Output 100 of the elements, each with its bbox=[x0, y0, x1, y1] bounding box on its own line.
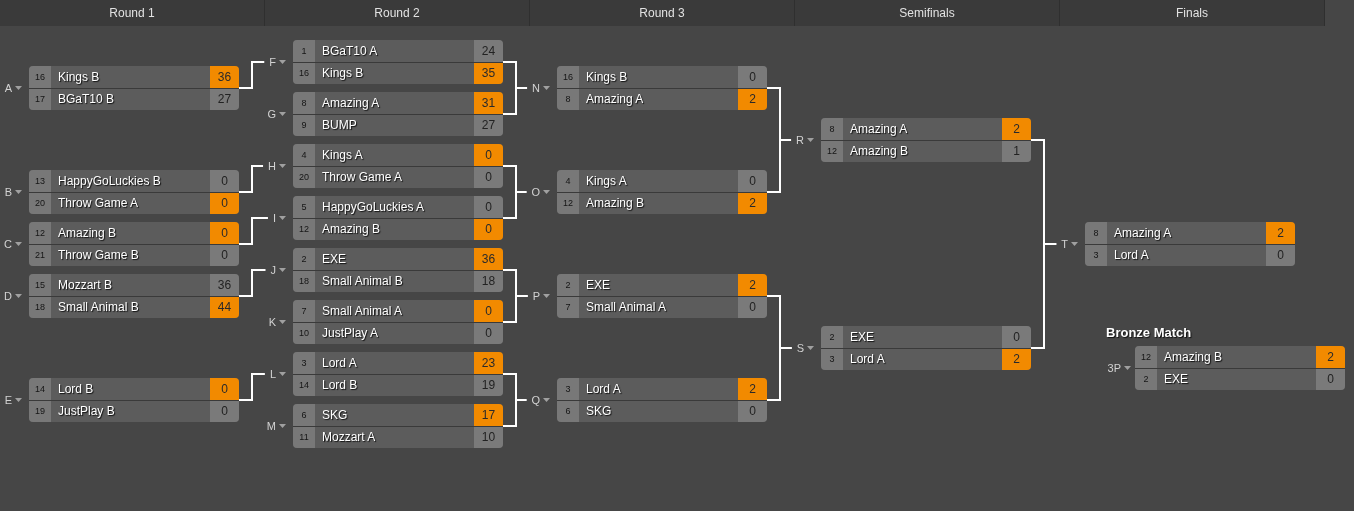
column-title: Round 3 bbox=[639, 6, 685, 20]
seed-number: 14 bbox=[293, 374, 315, 396]
team-name: HappyGoLuckies A bbox=[322, 199, 425, 214]
team-name: Small Animal B bbox=[58, 300, 139, 315]
score: 0 bbox=[210, 170, 239, 192]
match-label: S bbox=[796, 341, 804, 355]
score: 35 bbox=[474, 62, 503, 84]
team-row bbox=[1135, 368, 1345, 390]
match-label: P bbox=[532, 289, 540, 303]
team-name: EXE bbox=[1164, 372, 1188, 387]
team-name: Amazing B bbox=[322, 222, 381, 237]
seed-number: 16 bbox=[557, 66, 579, 88]
team-name: EXE bbox=[322, 251, 346, 266]
team-row bbox=[293, 270, 503, 292]
team-row bbox=[293, 248, 503, 270]
match-label: 3P bbox=[1107, 361, 1121, 375]
team-row bbox=[29, 192, 239, 214]
team-name: BGaT10 B bbox=[58, 92, 115, 107]
score: 17 bbox=[474, 404, 503, 426]
team-row bbox=[557, 192, 767, 214]
team-row bbox=[557, 400, 767, 422]
bracket-line bbox=[1030, 243, 1058, 349]
seed-number: 3 bbox=[821, 348, 843, 370]
match-label: C bbox=[4, 237, 12, 251]
team-name: Kings B bbox=[58, 69, 100, 84]
team-row bbox=[557, 274, 767, 296]
score: 0 bbox=[738, 66, 767, 88]
bracket-line bbox=[238, 373, 266, 401]
team-row bbox=[29, 378, 239, 400]
match-label: K bbox=[268, 315, 276, 329]
score: 0 bbox=[474, 166, 503, 188]
team-row bbox=[293, 426, 503, 448]
score: 0 bbox=[738, 170, 767, 192]
section-heading: Bronze Match bbox=[1106, 325, 1192, 340]
seed-number: 12 bbox=[557, 192, 579, 214]
team-row bbox=[293, 322, 503, 344]
seed-number: 8 bbox=[293, 92, 315, 114]
team-name: Lord A bbox=[1114, 248, 1149, 263]
team-name: HappyGoLuckies B bbox=[58, 173, 161, 188]
match-label: F bbox=[269, 55, 276, 69]
team-row bbox=[293, 300, 503, 322]
team-row bbox=[293, 166, 503, 188]
team-row bbox=[29, 244, 239, 266]
seed-number: 2 bbox=[1135, 368, 1157, 390]
score: 0 bbox=[1002, 326, 1031, 348]
score: 0 bbox=[210, 378, 239, 400]
team-name: Lord A bbox=[850, 352, 885, 367]
team-name: Lord A bbox=[586, 381, 621, 396]
seed-number: 20 bbox=[293, 166, 315, 188]
score: 0 bbox=[210, 192, 239, 214]
team-row bbox=[821, 118, 1031, 140]
seed-number: 17 bbox=[29, 88, 51, 110]
seed-number: 14 bbox=[29, 378, 51, 400]
column-title: Round 2 bbox=[374, 6, 420, 20]
bracket-line bbox=[502, 399, 528, 427]
team-name: Small Animal A bbox=[586, 300, 667, 315]
team-row bbox=[293, 92, 503, 114]
score: 0 bbox=[210, 244, 239, 266]
match-label: L bbox=[269, 367, 276, 381]
team-name: SKG bbox=[586, 404, 612, 419]
team-row bbox=[293, 374, 503, 396]
team-row bbox=[29, 88, 239, 110]
seed-number: 1 bbox=[293, 40, 315, 62]
team-name: Lord B bbox=[58, 381, 94, 396]
score: 31 bbox=[474, 92, 503, 114]
bracket-line bbox=[502, 295, 529, 323]
score: 0 bbox=[1266, 244, 1295, 266]
score: 0 bbox=[474, 144, 503, 166]
team-name: Throw Game A bbox=[58, 196, 139, 211]
seed-number: 2 bbox=[293, 248, 315, 270]
team-row bbox=[29, 170, 239, 192]
team-name: Amazing B bbox=[1164, 349, 1223, 364]
team-name: Amazing A bbox=[586, 92, 644, 107]
match-label: I bbox=[272, 211, 276, 225]
team-name: Lord A bbox=[322, 355, 357, 370]
column-title: Round 1 bbox=[109, 6, 155, 20]
seed-number: 8 bbox=[821, 118, 843, 140]
score: 0 bbox=[738, 296, 767, 318]
team-row bbox=[29, 274, 239, 296]
score: 44 bbox=[210, 296, 239, 318]
seed-number: 13 bbox=[29, 170, 51, 192]
score: 18 bbox=[474, 270, 503, 292]
seed-number: 6 bbox=[293, 404, 315, 426]
score: 27 bbox=[474, 114, 503, 136]
score: 36 bbox=[210, 274, 239, 296]
team-name: Kings B bbox=[586, 69, 628, 84]
match-label: M bbox=[266, 419, 276, 433]
score: 2 bbox=[738, 192, 767, 214]
team-row bbox=[293, 196, 503, 218]
team-row bbox=[293, 144, 503, 166]
match-label: Q bbox=[531, 393, 540, 407]
team-row bbox=[293, 404, 503, 426]
team-row bbox=[557, 170, 767, 192]
match-label: E bbox=[4, 393, 12, 407]
team-name: Amazing B bbox=[850, 144, 909, 159]
team-name: Small Animal B bbox=[322, 274, 403, 289]
match-label: O bbox=[531, 185, 540, 199]
team-name: Amazing B bbox=[58, 225, 117, 240]
match-label: T bbox=[1061, 237, 1068, 251]
seed-number: 2 bbox=[557, 274, 579, 296]
